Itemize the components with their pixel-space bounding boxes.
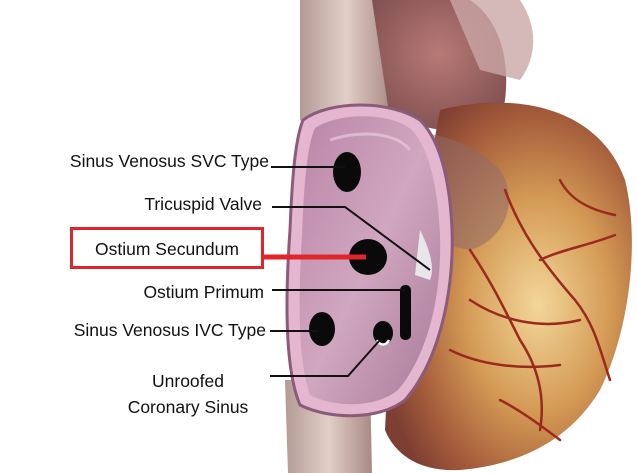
label-ostium-primum: Ostium Primum: [143, 282, 264, 303]
coronary-sinus-defect: [373, 321, 393, 345]
label-unroofed-line2: Coronary Sinus: [108, 394, 268, 420]
label-tricuspid-valve: Tricuspid Valve: [144, 194, 262, 215]
label-sinus-venosus-ivc: Sinus Venosus IVC Type: [74, 320, 266, 341]
ostium-primum-defect: [400, 285, 411, 340]
label-ostium-secundum: Ostium Secundum: [73, 239, 261, 260]
label-unroofed-line1: Unroofed: [108, 368, 268, 394]
ostium-secundum-highlight-box: Ostium Secundum: [70, 227, 264, 269]
svc-defect: [333, 152, 361, 192]
label-unroofed-coronary-sinus: Unroofed Coronary Sinus: [108, 368, 268, 420]
label-sinus-venosus-svc: Sinus Venosus SVC Type: [70, 151, 269, 172]
ivc-defect: [309, 312, 335, 346]
